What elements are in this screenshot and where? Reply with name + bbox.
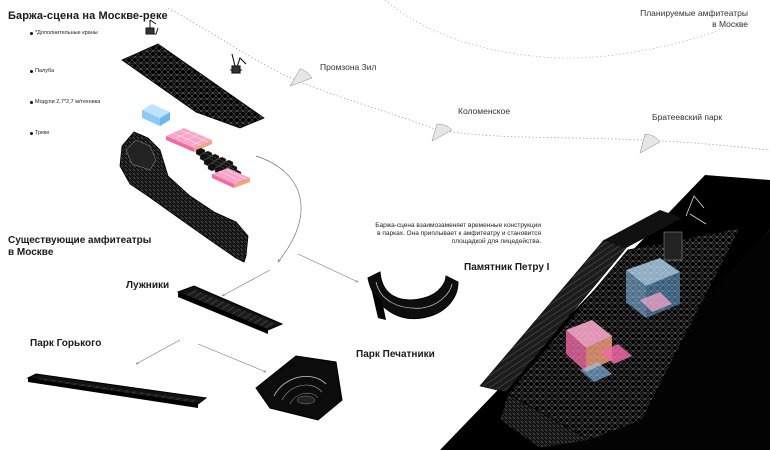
planned-amphitheater-icon-brateevsky bbox=[639, 133, 661, 154]
legend-item-deck: Палуба bbox=[35, 68, 55, 74]
site-label-luzhniki: Лужники bbox=[126, 280, 170, 291]
barge-perspective bbox=[479, 195, 741, 449]
existing-amphitheaters-heading: Существующие амфитеатры в Москве bbox=[8, 235, 151, 259]
barge-deck-layer bbox=[121, 43, 265, 129]
legend-item-hold: Трюм bbox=[35, 130, 49, 136]
amphitheater-luzhniki bbox=[176, 285, 284, 334]
module-stack-pink-bottom bbox=[212, 168, 250, 188]
planned-heading-line-1: Планируемые амфитеатры bbox=[640, 8, 748, 18]
site-label-gorky-park: Парк Горького bbox=[30, 338, 102, 349]
hull-bow-detail bbox=[125, 139, 157, 171]
existing-heading-line-1: Существующие амфитеатры bbox=[8, 235, 152, 246]
description-line-2: в парках. Она приплывает к амфитеатру и … bbox=[377, 230, 541, 237]
legend-bullet bbox=[30, 101, 33, 104]
planned-amphitheater-icon-kolomenskoe bbox=[431, 123, 453, 142]
module-technical-blue bbox=[142, 104, 170, 126]
legend-bullet bbox=[30, 70, 33, 73]
arrow-to-gorky-park bbox=[136, 339, 181, 365]
river-route-dotted-line bbox=[167, 7, 770, 151]
legend-bullet bbox=[30, 32, 33, 35]
river-route-dotted-line-upper bbox=[384, 0, 731, 59]
planned-heading-line-2: в Москве bbox=[712, 19, 748, 29]
crane-icon-top bbox=[145, 19, 159, 35]
crane-icon-deck bbox=[230, 53, 247, 74]
description-line-3: площадкой для лицедейства. bbox=[451, 238, 541, 245]
site-label-peter-monument: Памятник Петру I bbox=[464, 262, 550, 273]
amphitheater-pechatniki bbox=[255, 355, 343, 421]
planned-amphitheaters-heading: Планируемые амфитеатры в Москве bbox=[640, 8, 748, 30]
planned-amphitheater-icon-zil bbox=[289, 68, 313, 87]
page-title: Баржа-сцена на Москве-реке bbox=[8, 10, 168, 22]
module-stack-pink-top bbox=[166, 128, 212, 152]
arrow-to-pechatniki bbox=[197, 343, 266, 373]
planned-site-label-kolomenskoe: Коломенское bbox=[458, 106, 511, 116]
planned-site-label-brateevsky: Братеевский парк bbox=[652, 112, 723, 122]
barge-description: Баржа-сцена взаимозаменяет временные кон… bbox=[326, 222, 541, 246]
site-label-pechatniki: Парк Печатники bbox=[356, 349, 435, 360]
legend-item-cranes: *Дополнительные краны bbox=[35, 30, 98, 36]
existing-heading-line-2: в Москве bbox=[8, 247, 54, 258]
amphitheater-gorky-park bbox=[26, 373, 208, 408]
description-line-1: Баржа-сцена взаимозаменяет временные кон… bbox=[375, 222, 541, 229]
legend-item-modules: Модули 2,7*2,7 м/техника bbox=[35, 99, 101, 105]
planned-site-label-zil: Промзона Зил bbox=[320, 62, 377, 72]
amphitheater-peter-monument bbox=[367, 271, 459, 320]
arrow-to-luzhniki bbox=[222, 269, 271, 297]
arrow-barge-to-existing bbox=[255, 155, 302, 262]
arrow-to-peter-monument bbox=[297, 253, 358, 283]
legend-bullet bbox=[30, 132, 33, 135]
